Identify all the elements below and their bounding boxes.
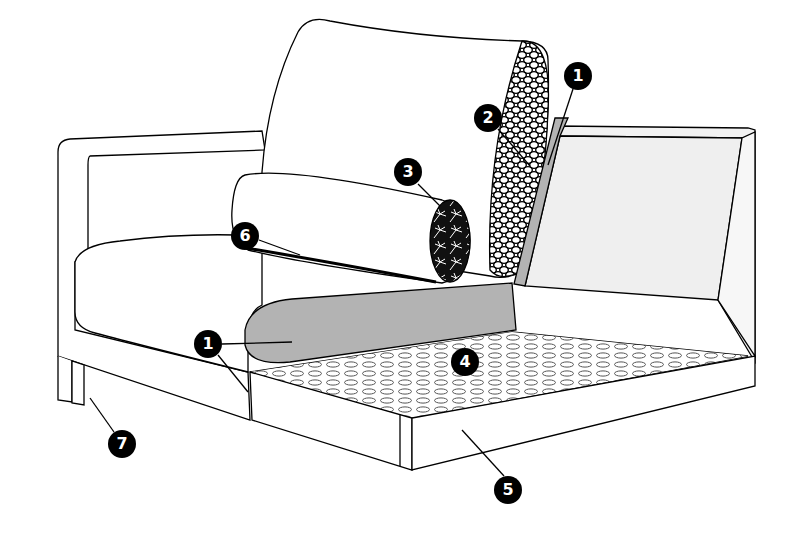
callout-number: 5: [494, 476, 522, 504]
seat-cushion: [75, 235, 262, 372]
leader-line: [90, 398, 114, 432]
left-module: [58, 131, 265, 420]
callout-number: 1: [194, 330, 222, 358]
leader-line: [548, 89, 573, 165]
callout-number: 4: [451, 348, 479, 376]
arm-frame: [58, 131, 265, 420]
leader-line: [222, 342, 292, 344]
callout-number: 2: [474, 104, 502, 132]
callout-number: 3: [394, 158, 422, 186]
seat-foam: [245, 283, 516, 363]
bolster-body: [232, 173, 470, 283]
piping: [246, 248, 436, 282]
bolster-end: [430, 200, 470, 282]
leader-line: [218, 355, 248, 392]
callout-number: 1: [564, 62, 592, 90]
back-panel: [525, 136, 742, 300]
leader-line: [498, 129, 530, 166]
callout-number: 7: [108, 430, 136, 458]
leader-lines: [90, 89, 573, 476]
right-module: [245, 118, 755, 470]
leader-line: [418, 184, 440, 206]
base-edge: [399, 415, 400, 466]
leader-line: [462, 430, 504, 476]
side-panel: [718, 132, 755, 356]
leader-line: [259, 240, 300, 255]
side-strip: [514, 118, 568, 286]
frame-edge: [58, 356, 72, 402]
callout-number: 6: [231, 222, 259, 250]
leg: [72, 361, 84, 405]
bolster: [232, 173, 470, 283]
base-front: [250, 372, 412, 470]
